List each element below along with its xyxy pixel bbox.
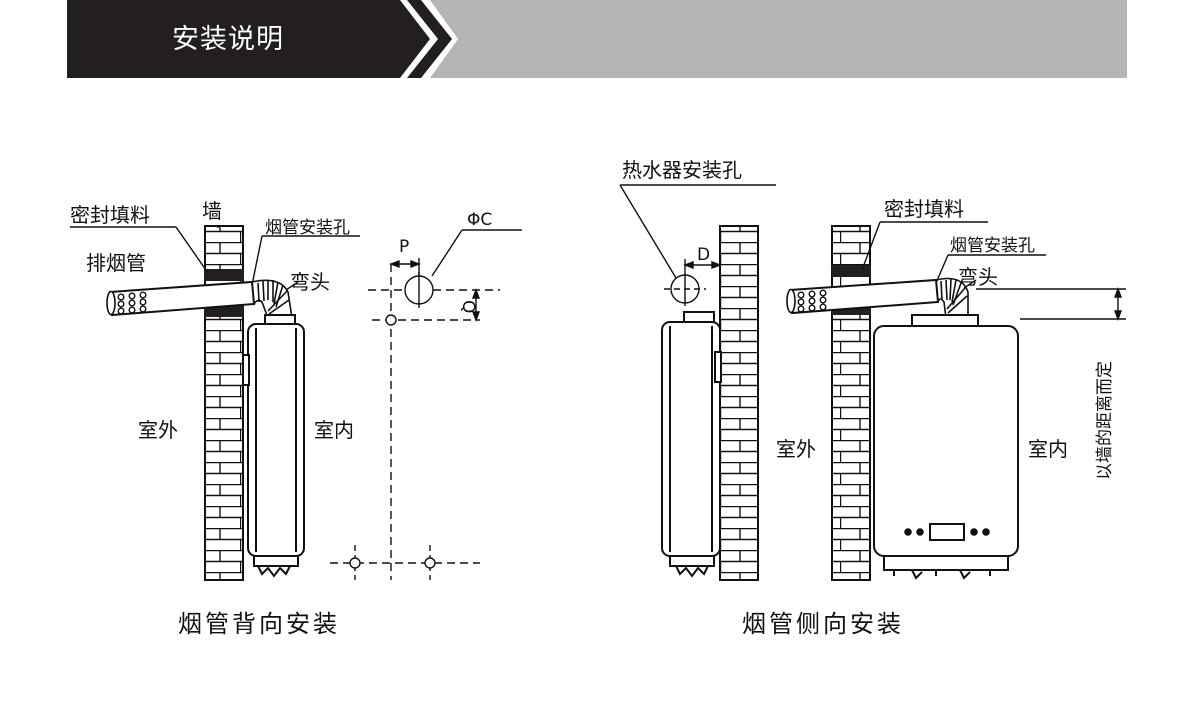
header-dark-band (67, 0, 430, 78)
right-heater-side (661, 311, 722, 578)
left-label-outdoor: 室外 (138, 418, 178, 442)
right-label-elbow: 弯头 (958, 265, 998, 289)
right-caption: 烟管侧向安装 (742, 610, 904, 638)
right-leader-lines (861, 221, 1046, 289)
left-dim-q: Q (458, 300, 478, 313)
left-label-seal: 密封填料 (70, 203, 150, 227)
right-label-heater-hole: 热水器安装孔 (622, 158, 742, 182)
left-exhaust-pipe (106, 280, 256, 317)
left-label-elbow: 弯头 (290, 270, 330, 294)
page-title: 安装说明 (172, 24, 284, 55)
right-label-indoor: 室内 (1028, 437, 1068, 461)
left-label-indoor: 室内 (314, 418, 354, 442)
right-distance-dimension (976, 287, 1126, 321)
left-heater (242, 314, 305, 578)
left-diagram: 密封填料 墙 排烟管 烟管安装孔 弯头 室外 室内 P ΦC Q 烟管背向安装 (70, 199, 522, 638)
header-gray-band (430, 0, 1127, 78)
left-wall (204, 225, 244, 581)
left-caption: 烟管背向安装 (178, 610, 340, 638)
right-label-distance-note: 以墙的距离而定 (1095, 361, 1115, 480)
right-label-seal: 密封填料 (884, 197, 964, 221)
right-heater-front (873, 314, 1019, 580)
left-label-exhaust-pipe: 排烟管 (86, 251, 146, 275)
right-label-flue-hole: 烟管安装孔 (950, 236, 1035, 256)
header-chevron-icon (407, 0, 452, 78)
header-bar-graphic (67, 0, 1127, 78)
left-label-flue-hole: 烟管安装孔 (265, 218, 350, 238)
header-banner: 安装说明 (0, 0, 1200, 80)
left-dim-p: P (399, 237, 409, 257)
right-hole-dimension (619, 184, 776, 306)
left-dim-phi-c: ΦC (467, 210, 492, 230)
left-label-wall: 墙 (202, 199, 222, 223)
right-main-wall (831, 225, 871, 581)
right-side-wall (719, 225, 759, 581)
left-elbow (251, 279, 293, 319)
right-dim-d: D (697, 245, 710, 265)
left-dimensions (330, 229, 522, 580)
right-exhaust-pipe (786, 278, 940, 315)
right-diagram: 热水器安装孔 D 密封填料 烟管安装孔 弯头 室外 室内 以墙的距离而定 烟管侧… (619, 158, 1126, 638)
left-leader-lines (70, 225, 360, 291)
right-label-outdoor: 室外 (776, 437, 816, 461)
